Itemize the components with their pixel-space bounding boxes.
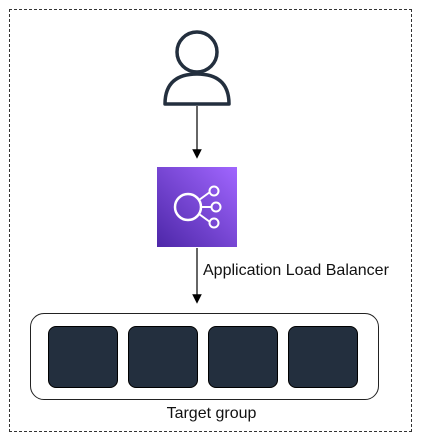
elastic-load-balancing-icon <box>173 185 222 229</box>
target-instance <box>208 326 278 388</box>
user-icon <box>163 30 231 106</box>
target-instance <box>48 326 118 388</box>
target-group-label: Target group <box>166 405 257 422</box>
target-instance <box>288 326 358 388</box>
target-instance <box>128 326 198 388</box>
application-load-balancer <box>157 167 237 247</box>
diagram-boundary <box>9 9 412 432</box>
alb-label: Application Load Balancer <box>203 262 389 279</box>
